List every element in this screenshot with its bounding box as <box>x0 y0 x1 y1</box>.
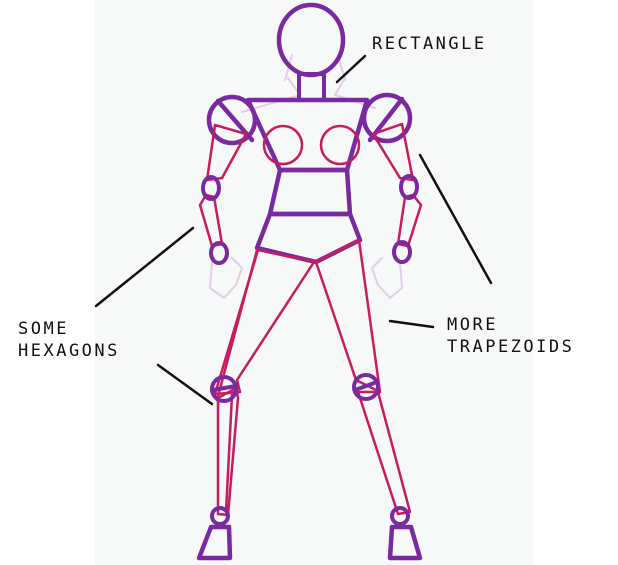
pointer-lines <box>96 56 491 404</box>
ankle-joints <box>212 508 408 524</box>
trapezoids-label: MORE TRAPEZOIDS <box>447 314 574 358</box>
hexagons-pointer-upper <box>96 228 193 306</box>
feet <box>199 527 420 558</box>
chest-circles <box>264 126 359 164</box>
head-ellipse <box>279 5 343 75</box>
legs <box>215 240 410 515</box>
neck-rectangle <box>299 74 324 100</box>
elbow-wrist-joints <box>203 176 417 263</box>
hexagons-pointer-lower <box>158 365 212 404</box>
rectangle-label: RECTANGLE <box>372 33 487 55</box>
hexagons-label: SOME HEXAGONS <box>18 318 120 362</box>
trapezoids-pointer-upper <box>420 155 491 283</box>
torso <box>248 100 367 262</box>
trapezoids-pointer-lower <box>390 321 433 327</box>
